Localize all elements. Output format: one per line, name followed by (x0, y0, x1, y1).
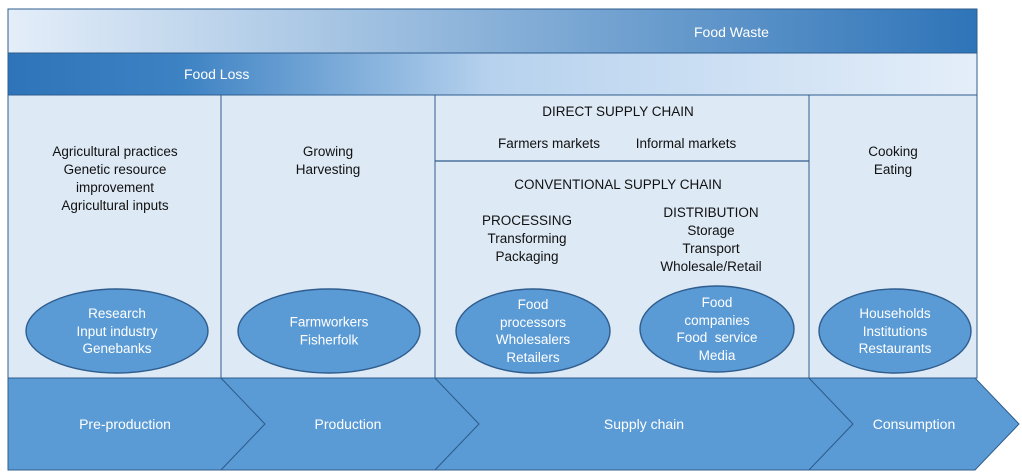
preproduction-actors-oval (25, 288, 209, 374)
direct-supply-chain-title: DIRECT SUPPLY CHAIN (542, 104, 694, 119)
distribution-actors: Food companies Food service Media (676, 295, 758, 363)
informal-markets-label: Informal markets (635, 136, 737, 151)
production-actors-oval (237, 288, 421, 374)
conventional-supply-chain-title: CONVENTIONAL SUPPLY CHAIN (514, 177, 722, 192)
food-waste-bar (7, 8, 978, 54)
processing-actors: Food processors Wholesalers Retailers (495, 297, 571, 365)
stage-label-supply-chain: Supply chain (603, 416, 685, 432)
food-waste-label: Food Waste (694, 24, 769, 40)
distribution-activities: DISTRIBUTION Storage Transport Wholesale… (660, 205, 762, 274)
distribution-actors-oval (639, 285, 795, 373)
stage-label-preproduction: Pre-production (79, 416, 171, 432)
preproduction-actors: Research Input industry Genebanks (76, 305, 158, 356)
preproduction-activities: Agricultural practices Genetic resource … (52, 144, 178, 213)
consumption-arrow (807, 377, 1020, 471)
production-activities: Growing Harvesting (295, 144, 361, 177)
stage-label-production: Production (314, 416, 382, 432)
processing-activities: PROCESSING Transforming Packaging (481, 213, 573, 264)
production-actors: Farmworkers Fisherfolk (289, 314, 369, 348)
consumption-activities: Cooking Eating (868, 144, 918, 177)
consumption-actors: Households Institutions Restaurants (858, 305, 932, 356)
consumption-actors-oval (818, 288, 972, 374)
food-loss-bar (7, 52, 978, 96)
food-loss-label: Food Loss (184, 66, 250, 82)
stage-label-consumption: Consumption (872, 416, 956, 432)
farmers-markets-label: Farmers markets (497, 136, 601, 151)
processing-actors-oval (455, 288, 611, 374)
